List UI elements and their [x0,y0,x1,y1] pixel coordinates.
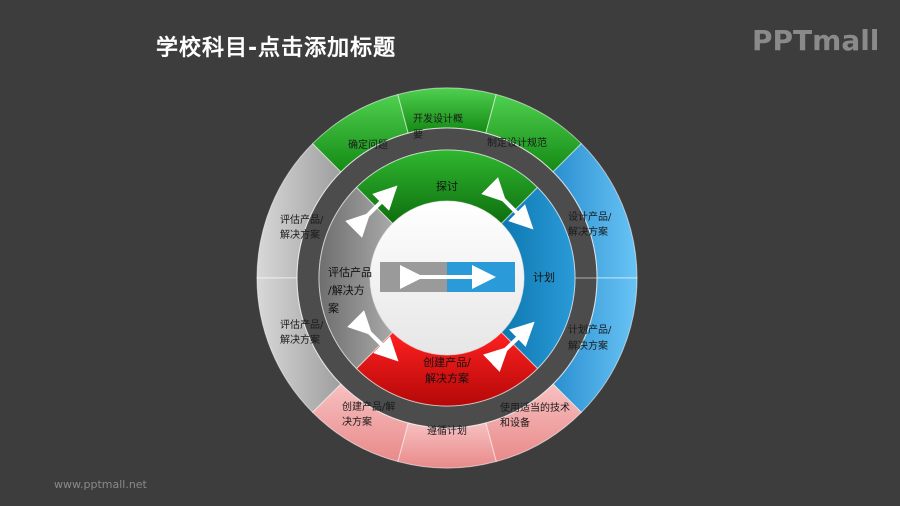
top-left-double-arrow [345,185,398,238]
inner-label-top: 探讨 [436,180,458,193]
green-seg-2-label-1: 开发设计概 [413,112,463,125]
inner-label-left-2: /解决方 [328,283,365,297]
pink-seg-3-label-1: 创建产品/解 [342,400,395,413]
pink-seg-1-label-1: 使用适当的技术 [500,401,570,414]
pink-seg-1-label-2: 和设备 [500,416,530,429]
gray-seg-1-label-1: 评估产品/ [280,213,324,226]
inner-label-bottom-2: 解决方案 [425,371,469,385]
pink-seg-3-label-2: 决方案 [342,415,372,428]
gray-seg-2-label-1: 评估产品/ [280,318,324,331]
gray-seg-2-label-2: 解决方案 [280,333,320,346]
green-seg-1-label: 确定问题 [348,138,388,151]
inner-label-bottom-1: 创建产品/ [423,355,471,369]
top-right-double-arrow [481,177,534,230]
outer-ring [256,87,638,469]
blue-seg-2-label-1: 计划产品/ [568,323,612,336]
green-seg-2-label-2: 要 [413,129,423,141]
bottom-left-double-arrow [347,310,399,362]
inner-label-right: 计划 [533,271,555,284]
brand-logo: PPTmall [752,24,880,57]
green-seg-2 [397,87,497,134]
bottom-right-double-arrow [483,321,535,372]
inner-label-left-3: 案 [328,301,339,315]
blue-seg-2-label-2: 解决方案 [568,339,608,352]
green-seg-3-label: 制定设计规范 [487,136,547,149]
page-title: 学校科目-点击添加标题 [156,36,397,61]
inner-label-left-1: 评估产品 [328,265,372,279]
footer-url: www.pptmall.net [54,478,147,491]
gray-seg-1-label-2: 解决方案 [280,228,320,241]
blue-seg-1-label-1: 设计产品/ [568,210,612,223]
arrows [345,177,535,372]
blue-seg-1-label-2: 解决方案 [568,225,608,238]
pink-seg-2-label: 遵循计划 [427,424,467,437]
